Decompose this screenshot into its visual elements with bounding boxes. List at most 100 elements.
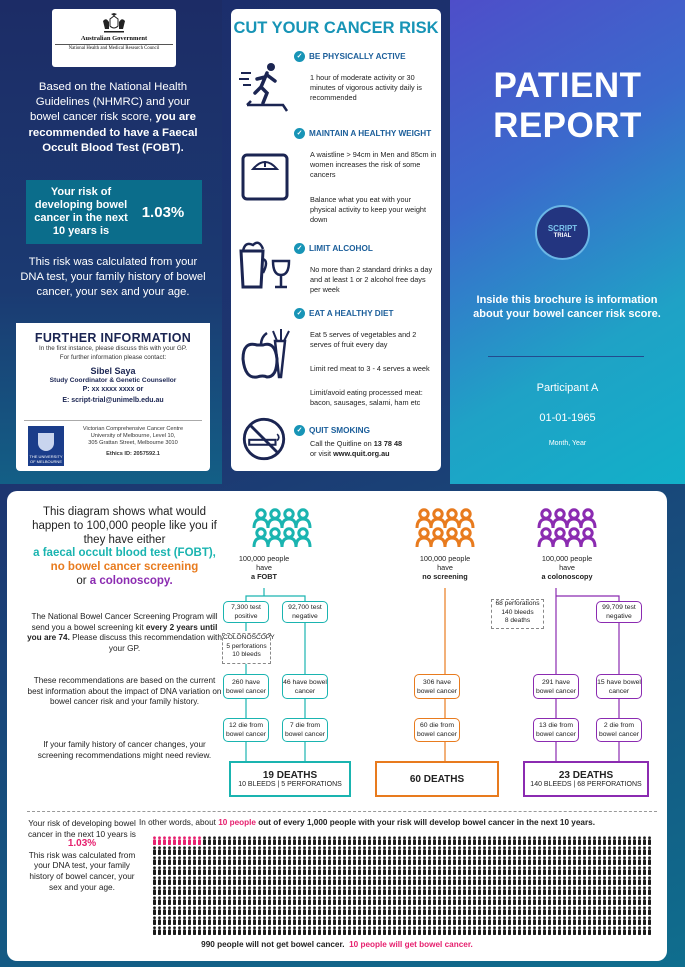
person-icon xyxy=(448,906,451,915)
person-icon xyxy=(243,906,246,915)
contact-name: Sibel Saya xyxy=(90,366,136,376)
person-icon xyxy=(373,866,376,875)
section-divider xyxy=(27,811,657,812)
person-icon xyxy=(323,906,326,915)
person-icon xyxy=(468,846,471,855)
person-icon xyxy=(258,906,261,915)
quit-website-link[interactable]: www.quit.org.au xyxy=(333,449,390,458)
person-icon xyxy=(588,906,591,915)
person-icon xyxy=(458,856,461,865)
recommendation-plain: Based on the National Health Guidelines … xyxy=(30,81,191,124)
person-icon xyxy=(458,866,461,875)
person-icon xyxy=(573,926,576,935)
person-icon xyxy=(333,926,336,935)
person-icon xyxy=(593,846,596,855)
person-icon xyxy=(378,856,381,865)
person-icon xyxy=(318,846,321,855)
vccc-address: Victorian Comprehensive Cancer Centre Un… xyxy=(64,426,202,466)
person-icon xyxy=(413,906,416,915)
person-icon xyxy=(293,906,296,915)
person-icon xyxy=(218,886,221,895)
person-icon xyxy=(388,926,391,935)
person-icon xyxy=(253,846,256,855)
person-icon xyxy=(308,856,311,865)
person-icon xyxy=(643,926,646,935)
person-icon xyxy=(493,866,496,875)
person-icon xyxy=(423,906,426,915)
person-icon xyxy=(248,906,251,915)
person-icon xyxy=(328,906,331,915)
person-icon xyxy=(593,866,596,875)
person-icon xyxy=(443,866,446,875)
person-affected-icon xyxy=(198,836,201,845)
person-icon xyxy=(633,836,636,845)
person-icon xyxy=(328,886,331,895)
person-icon xyxy=(248,916,251,925)
person-icon xyxy=(468,916,471,925)
person-icon xyxy=(348,916,351,925)
person-icon xyxy=(603,886,606,895)
person-icon xyxy=(513,836,516,845)
person-icon xyxy=(378,846,381,855)
person-icon xyxy=(488,906,491,915)
person-icon xyxy=(308,846,311,855)
person-icon xyxy=(593,916,596,925)
person-icon xyxy=(213,906,216,915)
person-icon xyxy=(553,886,556,895)
person-icon xyxy=(483,836,486,845)
person-icon xyxy=(238,926,241,935)
person-icon xyxy=(328,876,331,885)
person-icon xyxy=(438,856,441,865)
person-icon xyxy=(333,856,336,865)
person-icon xyxy=(493,906,496,915)
person-icon xyxy=(178,906,181,915)
person-icon xyxy=(293,856,296,865)
contact-email[interactable]: E: script-trial@unimelb.edu.au xyxy=(62,396,164,404)
person-icon xyxy=(498,886,501,895)
person-icon xyxy=(563,926,566,935)
person-icon xyxy=(498,856,501,865)
person-icon xyxy=(408,926,411,935)
person-icon xyxy=(618,916,621,925)
person-icon xyxy=(508,896,511,905)
person-icon xyxy=(543,876,546,885)
check-icon: ✓ xyxy=(294,243,305,254)
person-icon xyxy=(493,896,496,905)
person-icon xyxy=(553,876,556,885)
recommendation-bold: you are recommended to have a Faecal Occ… xyxy=(28,111,198,154)
person-icon xyxy=(478,866,481,875)
person-icon xyxy=(508,866,511,875)
person-icon xyxy=(613,876,616,885)
person-icon xyxy=(448,876,451,885)
person-icon xyxy=(173,866,176,875)
person-icon xyxy=(648,846,651,855)
person-icon xyxy=(368,926,371,935)
person-icon xyxy=(418,916,421,925)
person-icon xyxy=(473,876,476,885)
person-icon xyxy=(403,866,406,875)
person-icon xyxy=(403,896,406,905)
person-icon xyxy=(633,856,636,865)
person-affected-icon xyxy=(153,836,156,845)
person-icon xyxy=(573,896,576,905)
person-icon xyxy=(243,926,246,935)
person-icon xyxy=(303,896,306,905)
person-icon xyxy=(218,896,221,905)
person-icon xyxy=(323,896,326,905)
person-icon xyxy=(508,926,511,935)
person-icon xyxy=(553,896,556,905)
person-icon xyxy=(238,916,241,925)
person-icon xyxy=(403,856,406,865)
person-icon xyxy=(153,886,156,895)
person-icon xyxy=(293,926,296,935)
person-icon xyxy=(383,906,386,915)
person-icon xyxy=(533,906,536,915)
person-icon xyxy=(348,896,351,905)
person-icon xyxy=(293,866,296,875)
person-icon xyxy=(258,836,261,845)
person-icon xyxy=(278,916,281,925)
person-icon xyxy=(538,916,541,925)
person-icon xyxy=(303,916,306,925)
person-icon xyxy=(238,836,241,845)
healthy-diet-text-1: Eat 5 serves of vegetables and 2 serves … xyxy=(310,330,417,349)
